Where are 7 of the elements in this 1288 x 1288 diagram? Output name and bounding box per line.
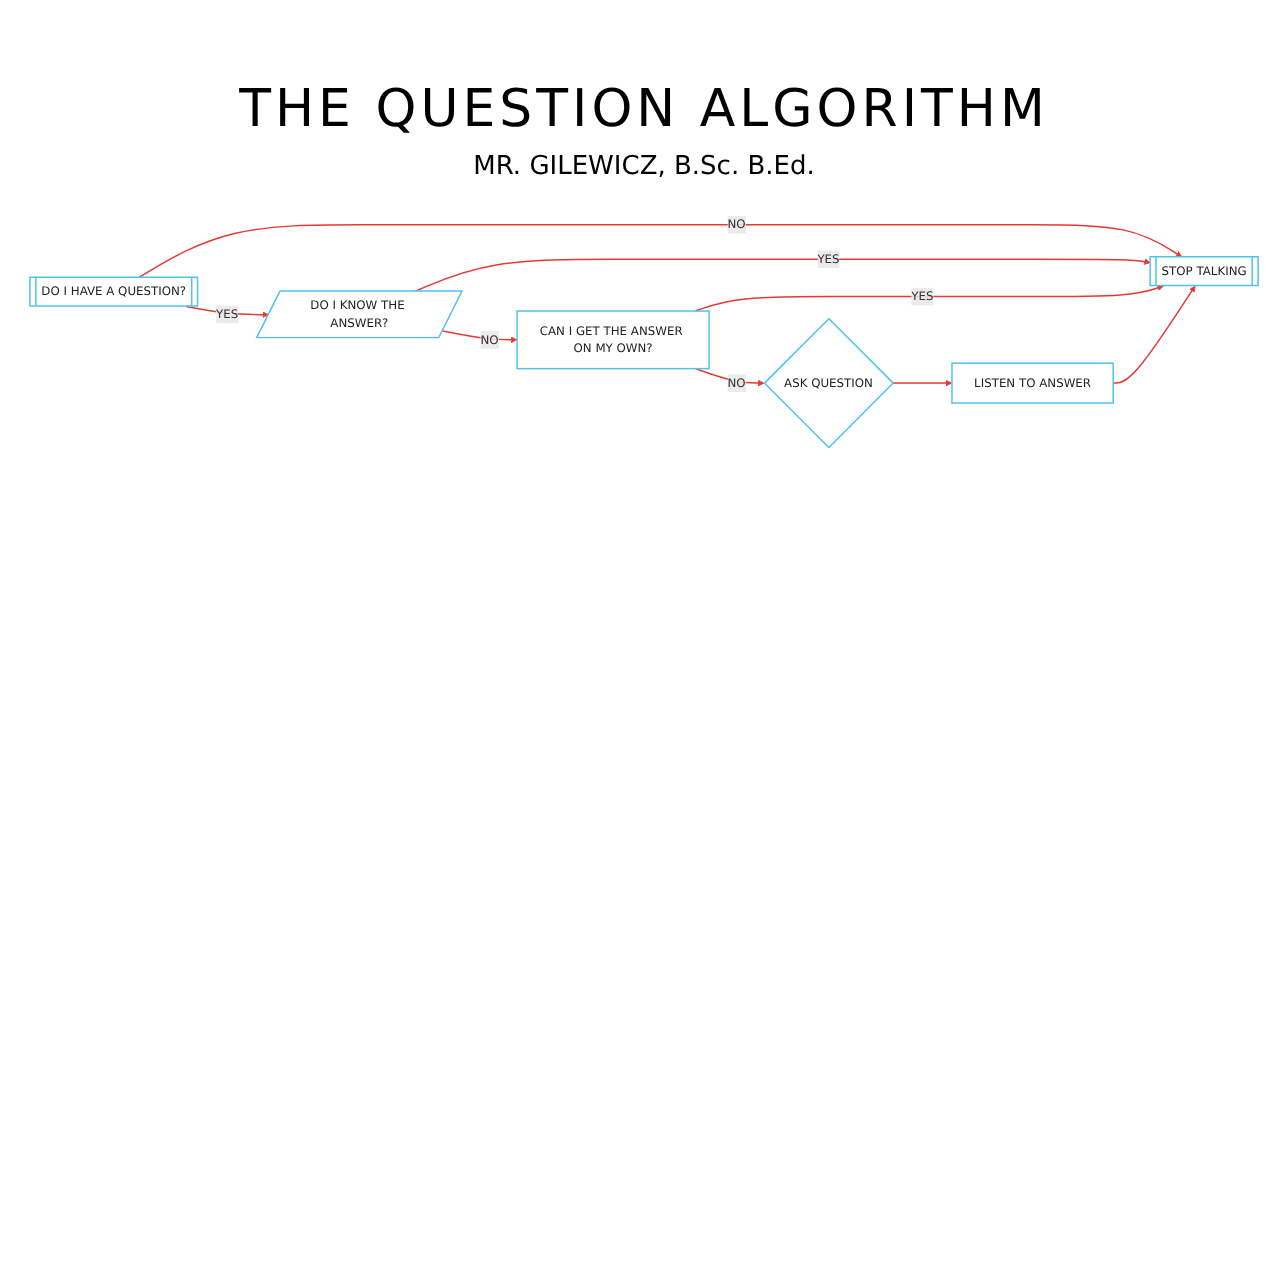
author-line: MR. GILEWICZ, B.Sc. B.Ed. <box>471 152 817 182</box>
arrow <box>413 258 1151 293</box>
arrow <box>694 284 1164 312</box>
arrow <box>892 379 953 387</box>
title: THE QUESTION ALGORITHM <box>237 80 1051 140</box>
arrow <box>137 224 1183 279</box>
arrow <box>1112 285 1196 384</box>
